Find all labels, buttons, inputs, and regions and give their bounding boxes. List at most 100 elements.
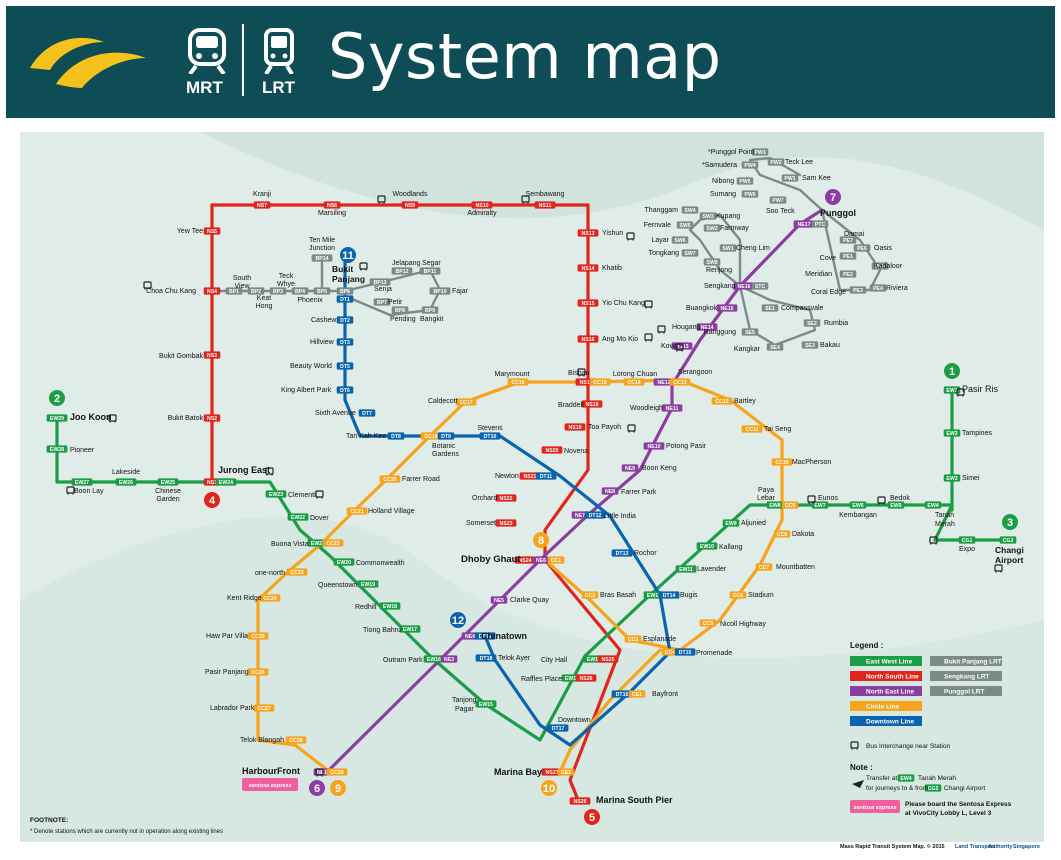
station-label: Botanic — [432, 443, 456, 450]
station-label: Telok Blangah — [240, 737, 284, 744]
station-label: Jelapang — [392, 260, 421, 267]
station-code: EW6 — [852, 503, 863, 509]
legend-title: Legend : — [850, 641, 883, 650]
legend-item-label: Punggol LRT — [944, 689, 984, 696]
station-code: CG2 — [928, 786, 939, 792]
station-label: Buona Vista — [271, 541, 309, 548]
legend-bus-label: Bus Interchange near Station — [866, 743, 951, 750]
station-code-badge — [736, 177, 754, 185]
legend-swatch — [850, 671, 922, 681]
station-code: CC12 — [715, 399, 728, 405]
station-code: EW1 — [946, 388, 957, 394]
station-label: Redhill — [355, 604, 377, 611]
bus-interchange-icon — [807, 495, 816, 503]
station-code-badge — [203, 287, 221, 295]
station-code: EW24 — [219, 480, 233, 486]
station-label: Pagar — [455, 706, 474, 713]
station-code: CC20 — [383, 477, 396, 483]
legend-sentosa-text: Please board the Sentosa Express — [905, 801, 1012, 808]
station-code-badge — [696, 542, 718, 550]
station-code: NS10 — [476, 203, 489, 209]
station-code: DT7 — [362, 411, 372, 417]
station-code-badge — [157, 478, 179, 486]
station-label: Rumbia — [824, 320, 848, 327]
station-code: PW1 — [784, 176, 795, 182]
station-code: PTC — [815, 222, 826, 228]
station-label: Marina South Pier — [596, 795, 673, 805]
station-code: NS9 — [405, 203, 415, 209]
station-code-badge — [675, 565, 697, 573]
station-code-badge — [475, 654, 497, 662]
line-number-badge — [309, 780, 325, 796]
station-label: Fernvale — [644, 222, 671, 229]
station-code: BP7 — [377, 300, 387, 306]
station-code: SE3 — [805, 343, 815, 349]
station-label: Punggol — [820, 208, 856, 218]
station-code: NS28 — [574, 799, 587, 805]
station-label: Serangoon — [678, 369, 712, 376]
station-code: CG1 — [962, 538, 973, 544]
station-label: *Samudera — [702, 162, 737, 169]
station-code: BP13 — [374, 280, 387, 286]
station-code: CG2 — [1003, 538, 1014, 544]
station-code-badge — [557, 768, 575, 776]
station-label: Bugis — [680, 592, 698, 599]
station-code: DT19 — [479, 634, 492, 640]
station-code: CC6 — [733, 593, 743, 599]
station-code-badge — [597, 655, 619, 663]
bus-interchange-icon — [929, 536, 938, 544]
station-code: SW3 — [702, 214, 713, 220]
line-number-badge — [944, 363, 960, 379]
station-code-badge — [773, 530, 791, 538]
station-code-badge — [801, 341, 819, 349]
station-label: Kembangan — [839, 512, 877, 519]
station-label: Boon Lay — [74, 488, 104, 495]
station-code-badge — [564, 423, 586, 431]
station-code: DT15 — [679, 650, 692, 656]
bus-interchange-icon — [66, 486, 75, 494]
station-code: CE1 — [632, 692, 642, 698]
station-label: Soo Teck — [766, 208, 795, 215]
sentosa-express-badge — [850, 800, 900, 813]
station-label: Yew Tee — [177, 228, 203, 235]
line-number: 3 — [1007, 517, 1013, 529]
station-code-badge — [541, 446, 563, 454]
station-code: EW23 — [269, 492, 283, 498]
station-label: Panjang — [332, 274, 365, 284]
station-code-badge — [674, 648, 696, 656]
station-code: NS3 — [207, 353, 217, 359]
station-code: EW25 — [161, 480, 175, 486]
nsl-line — [210, 203, 622, 802]
station-code: EW10 — [700, 544, 714, 550]
station-code: PE5 — [875, 264, 885, 270]
line-number-badge — [533, 532, 549, 548]
station-code-badge — [326, 768, 348, 776]
station-code: PW7 — [772, 198, 783, 204]
station-code: SE1 — [765, 306, 775, 312]
station-code: CC7 — [759, 565, 769, 571]
station-code-badge — [269, 287, 287, 295]
line-number: 10 — [543, 783, 555, 795]
station-code-badge — [669, 378, 691, 386]
station-code: CC1 — [551, 558, 561, 564]
station-label: Raffles Place — [521, 676, 562, 683]
station-label: Novena — [564, 448, 588, 455]
station-code-badge — [490, 596, 508, 604]
station-label: Lavender — [697, 566, 727, 573]
station-code-badge — [419, 267, 441, 275]
station-label: Joo Koon — [70, 412, 112, 422]
bus-interchange-icon — [108, 414, 117, 422]
station-label: Clementi — [288, 492, 316, 499]
station-label: Potong Pasir — [666, 443, 707, 450]
line-number: 9 — [335, 783, 341, 795]
station-label: Woodleigh — [630, 405, 663, 412]
legend-swatch — [850, 686, 922, 696]
station-code-badge — [373, 298, 391, 306]
bus-interchange-icon — [850, 741, 859, 749]
station-code-badge — [839, 252, 857, 260]
station-label: Queenstown — [318, 582, 357, 589]
station-code-badge — [703, 258, 721, 266]
station-code: CC11 — [746, 427, 759, 433]
station-code-badge — [811, 501, 829, 509]
